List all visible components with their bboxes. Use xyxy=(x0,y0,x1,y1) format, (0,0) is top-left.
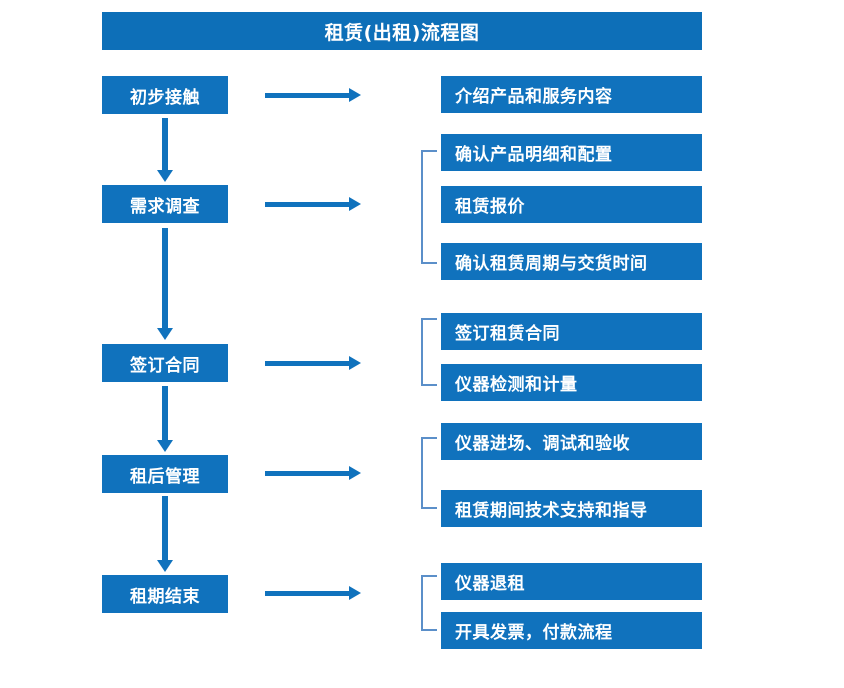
detail-box-2[interactable]: 确认产品明细和配置 xyxy=(441,134,702,171)
arrow-shaft xyxy=(265,361,351,366)
group-bracket-1 xyxy=(421,150,437,264)
detail-box-8[interactable]: 租赁期间技术支持和指导 xyxy=(441,490,702,527)
arrow-head-down-icon xyxy=(157,170,173,182)
arrow-head-right-icon xyxy=(349,197,361,211)
detail-box-4[interactable]: 确认租赁周期与交货时间 xyxy=(441,243,702,280)
arrow-head-right-icon xyxy=(349,466,361,480)
horizontal-arrow-5 xyxy=(265,586,361,600)
arrow-head-down-icon xyxy=(157,440,173,452)
detail-box-10[interactable]: 开具发票，付款流程 xyxy=(441,612,702,649)
arrow-shaft xyxy=(265,202,351,207)
arrow-shaft xyxy=(265,471,351,476)
detail-box-7[interactable]: 仪器进场、调试和验收 xyxy=(441,423,702,460)
group-bracket-3 xyxy=(421,437,437,509)
diagram-title: 租赁(出租)流程图 xyxy=(102,12,702,50)
vertical-arrow-1 xyxy=(157,118,173,182)
vertical-arrow-2 xyxy=(157,228,173,340)
arrow-head-right-icon xyxy=(349,88,361,102)
arrow-shaft xyxy=(162,386,168,440)
detail-box-6[interactable]: 仪器检测和计量 xyxy=(441,364,702,401)
vertical-arrow-4 xyxy=(157,496,173,572)
vertical-arrow-3 xyxy=(157,386,173,452)
stage-box-1[interactable]: 初步接触 xyxy=(102,76,228,114)
arrow-head-right-icon xyxy=(349,586,361,600)
detail-box-9[interactable]: 仪器退租 xyxy=(441,563,702,600)
arrow-head-right-icon xyxy=(349,356,361,370)
horizontal-arrow-4 xyxy=(265,466,361,480)
stage-box-5[interactable]: 租期结束 xyxy=(102,575,228,613)
horizontal-arrow-3 xyxy=(265,356,361,370)
stage-box-3[interactable]: 签订合同 xyxy=(102,344,228,382)
group-bracket-2 xyxy=(421,318,437,386)
detail-box-1[interactable]: 介绍产品和服务内容 xyxy=(441,76,702,113)
detail-box-5[interactable]: 签订租赁合同 xyxy=(441,313,702,350)
arrow-shaft xyxy=(265,591,351,596)
detail-box-3[interactable]: 租赁报价 xyxy=(441,186,702,223)
horizontal-arrow-1 xyxy=(265,88,361,102)
horizontal-arrow-2 xyxy=(265,197,361,211)
arrow-head-down-icon xyxy=(157,328,173,340)
arrow-shaft xyxy=(162,496,168,560)
stage-box-4[interactable]: 租后管理 xyxy=(102,455,228,493)
arrow-shaft xyxy=(162,118,168,170)
arrow-shaft xyxy=(265,93,351,98)
arrow-head-down-icon xyxy=(157,560,173,572)
arrow-shaft xyxy=(162,228,168,328)
stage-box-2[interactable]: 需求调查 xyxy=(102,185,228,223)
group-bracket-4 xyxy=(421,575,437,631)
